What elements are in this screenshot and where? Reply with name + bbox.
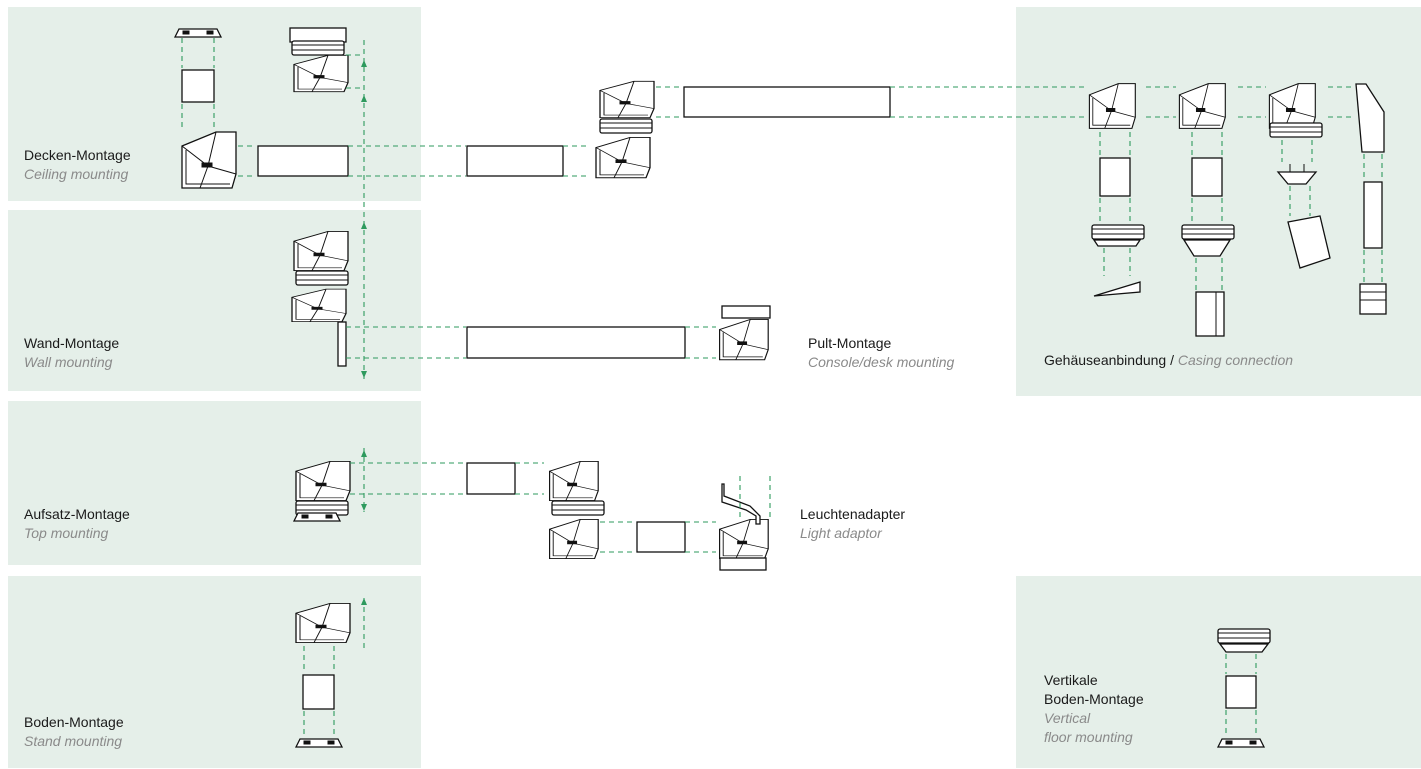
console-elbow — [719, 318, 769, 361]
stand-elbow — [295, 602, 351, 644]
top-assembly — [293, 448, 771, 571]
casing-tube-4 — [1363, 181, 1383, 249]
wall-assembly — [291, 212, 716, 380]
label-top-en: Top mounting — [24, 525, 109, 541]
light-tube — [636, 521, 686, 553]
label-casing-en: Casing connection — [1177, 352, 1294, 368]
top-flange — [293, 512, 341, 522]
label-vertical-en1: Vertical — [1044, 710, 1091, 726]
label-console-de: Pult-Montage — [808, 335, 892, 351]
central-assembly — [466, 80, 1086, 179]
stand-assembly — [295, 598, 367, 748]
label-light: Leuchtenadapter Light adaptor — [800, 505, 905, 543]
top-elbow-right — [549, 460, 599, 502]
label-vertical-de2: Boden-Montage — [1044, 691, 1144, 707]
ceiling-assembly — [174, 27, 466, 210]
label-console: Pult-Montage Console/desk mounting — [808, 334, 954, 372]
central-elbow-upper — [599, 80, 655, 119]
stand-flange — [295, 738, 343, 748]
wall-tube — [466, 326, 686, 359]
light-adaptor-bracket — [721, 483, 761, 525]
label-wall: Wand-Montage Wall mounting — [24, 334, 119, 372]
wall-elbow-upper — [293, 230, 349, 272]
ceiling-flange — [174, 28, 222, 38]
central-elbow-lower — [595, 136, 651, 179]
label-vertical-en2: floor mounting — [1044, 729, 1133, 745]
label-light-en: Light adaptor — [800, 525, 882, 541]
casing-tube-2 — [1191, 157, 1223, 197]
label-top-de: Aufsatz-Montage — [24, 506, 130, 522]
label-stand: Boden-Montage Stand mounting — [24, 713, 124, 751]
wall-elbow-lower — [291, 288, 347, 323]
label-casing-de: Gehäuseanbindung — [1044, 352, 1167, 368]
vertical-assembly — [1217, 628, 1271, 748]
label-stand-de: Boden-Montage — [24, 714, 124, 730]
casing-wedge — [1093, 281, 1141, 297]
label-light-de: Leuchtenadapter — [800, 506, 906, 522]
casing-elbow-3 — [1268, 83, 1316, 129]
casing-elbow-2 — [1178, 83, 1226, 129]
label-console-en: Console/desk mounting — [808, 354, 955, 370]
long-tube-top — [683, 86, 891, 118]
light-elbow-right — [719, 518, 769, 560]
casing-socket-2 — [1195, 291, 1225, 337]
top-elbow — [295, 460, 351, 502]
casing-socket-3 — [1287, 215, 1331, 269]
panel-top — [8, 401, 421, 565]
casing-socket-4 — [1359, 283, 1387, 315]
ceiling-tube-short — [181, 69, 215, 103]
stand-tube — [302, 674, 335, 710]
ceiling-tube — [257, 145, 349, 177]
casing-elbow-1 — [1088, 83, 1136, 129]
casing-assembly — [1088, 83, 1387, 337]
casing-angle-4 — [1355, 83, 1385, 153]
vertical-tube — [1225, 675, 1257, 709]
vertical-flange — [1217, 738, 1265, 748]
label-vertical: Vertikale Boden-Montage Vertical floor m… — [1044, 671, 1144, 747]
console-assembly — [719, 305, 771, 361]
casing-adapter-3 — [1276, 171, 1318, 185]
panel-wall — [8, 210, 421, 391]
label-wall-de: Wand-Montage — [24, 335, 120, 351]
wall-plate — [337, 321, 347, 367]
ceiling-elbow — [181, 131, 237, 189]
panel-stand — [8, 576, 421, 768]
top-tube — [466, 462, 516, 495]
ceiling-elbow-upper — [293, 54, 349, 93]
label-ceiling-de: Decken-Montage — [24, 147, 131, 163]
label-ceiling: Decken-Montage Ceiling mounting — [24, 146, 131, 184]
label-casing-sep: / — [1166, 352, 1178, 368]
label-stand-en: Stand mounting — [24, 733, 123, 749]
light-elbow-left — [549, 518, 599, 560]
label-top: Aufsatz-Montage Top mounting — [24, 505, 130, 543]
label-casing: Gehäuseanbindung / Casing connection — [1044, 351, 1293, 370]
panel-vertical — [1016, 576, 1421, 768]
casing-tube-1 — [1099, 157, 1131, 197]
label-wall-en: Wall mounting — [24, 354, 113, 370]
central-tube — [466, 145, 564, 177]
label-vertical-de1: Vertikale — [1044, 672, 1098, 688]
label-ceiling-en: Ceiling mounting — [24, 166, 129, 182]
